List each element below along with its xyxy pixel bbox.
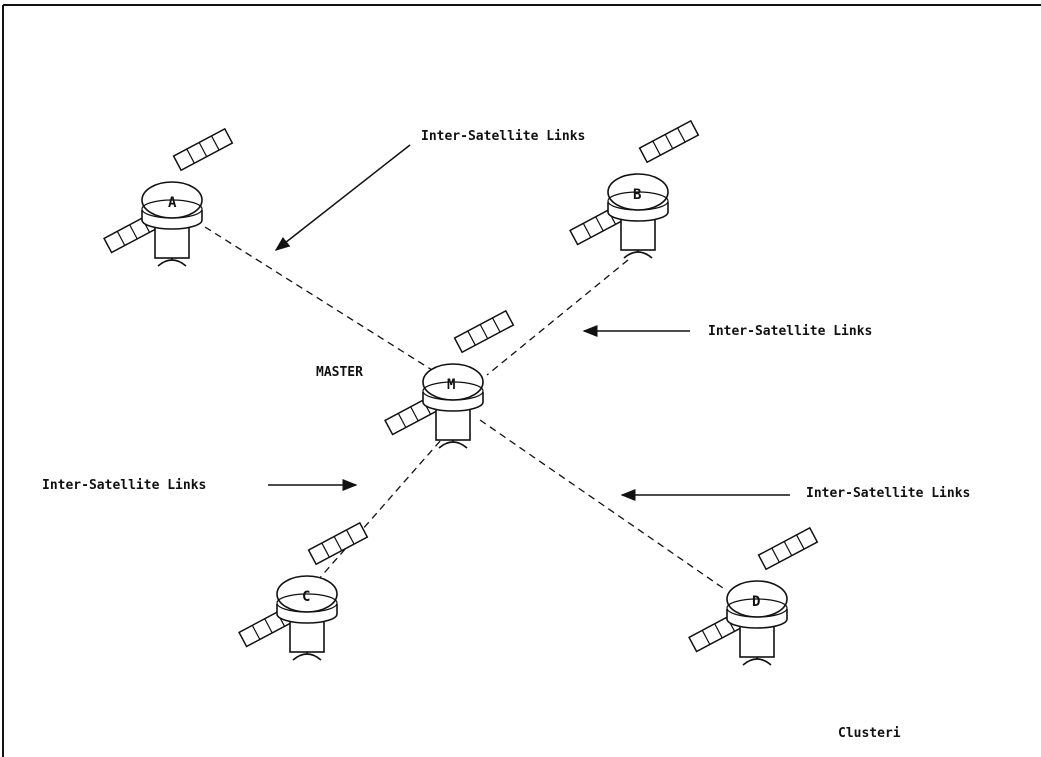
cluster-label: Clusteri bbox=[838, 726, 901, 741]
satellite-c: C bbox=[238, 522, 369, 661]
satellite-b: B bbox=[569, 120, 700, 259]
link-label-left: Inter-Satellite Links bbox=[42, 478, 206, 493]
satellite-a-label: A bbox=[168, 195, 177, 211]
link-label-right-lower: Inter-Satellite Links bbox=[806, 486, 970, 501]
link-label-top: Inter-Satellite Links bbox=[421, 129, 585, 144]
link-label-right-upper: Inter-Satellite Links bbox=[708, 324, 872, 339]
satellite-d-label: D bbox=[752, 594, 760, 610]
link-lines bbox=[204, 226, 724, 589]
satellite-b-label: B bbox=[633, 187, 641, 203]
link-b-m bbox=[486, 259, 629, 376]
link-d-m bbox=[479, 419, 724, 589]
satellite-d: D bbox=[688, 527, 819, 666]
master-label: MASTER bbox=[316, 365, 363, 380]
satellite-a: A bbox=[103, 128, 234, 267]
satellite-master-label: M bbox=[447, 377, 455, 393]
link-c-m bbox=[317, 431, 449, 581]
arrow-top bbox=[274, 144, 411, 251]
link-a-m bbox=[204, 226, 433, 371]
satellite-master: M bbox=[384, 310, 515, 449]
satellite-c-label: C bbox=[302, 589, 310, 605]
